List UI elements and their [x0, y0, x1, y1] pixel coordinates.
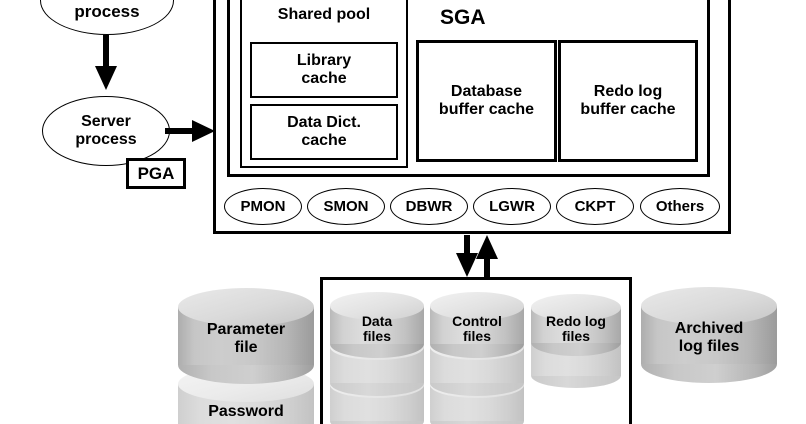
background-process-label: LGWR: [489, 197, 535, 215]
background-process-label: Others: [655, 197, 705, 215]
data-files-cylinder[interactable]: Data files: [330, 292, 424, 358]
background-process-pmon[interactable]: PMON: [224, 188, 302, 225]
background-process-label: DBWR: [405, 197, 453, 215]
data-dict-cache-box: Data Dict. cache: [250, 104, 398, 160]
arrow-server-to-instance: [165, 120, 215, 142]
arrow-database-to-instance: [476, 235, 498, 277]
arrow-user-to-server: [95, 35, 117, 90]
redo-log-buffer-cache-box: Redo log buffer cache: [558, 40, 698, 162]
cylinder-top: [531, 294, 621, 321]
data-dict-cache-label-line1: Data Dict.: [287, 114, 361, 132]
archived-log-files-cylinder[interactable]: Archived log files: [641, 287, 777, 383]
database-buffer-cache-box: Database buffer cache: [416, 40, 557, 162]
background-process-smon[interactable]: SMON: [307, 188, 385, 225]
cylinder-top: [430, 292, 524, 320]
cylinder-top: [178, 288, 314, 326]
database-buffer-cache-label-line1: Database: [450, 83, 523, 101]
password-file-cylinder[interactable]: Password: [178, 366, 314, 424]
database-buffer-cache-label-line2: buffer cache: [438, 101, 535, 118]
cylinder-top: [641, 287, 777, 325]
redo-log-buffer-cache-label-line1: Redo log: [593, 83, 663, 101]
control-files-cylinder[interactable]: Control files: [430, 292, 524, 358]
data-files-label: Data files: [361, 313, 393, 345]
sga-label: SGA: [440, 6, 486, 29]
library-cache-label-line1: Library: [296, 52, 352, 70]
redo-log-files-cylinder[interactable]: Redo log files: [531, 294, 621, 356]
server-process-oval[interactable]: Server process: [42, 96, 170, 166]
server-process-label-line1: Server: [81, 112, 131, 130]
background-process-label: SMON: [323, 197, 369, 215]
server-process-label-line2: process: [75, 131, 137, 148]
background-process-label: CKPT: [574, 197, 616, 215]
background-process-lgwr[interactable]: LGWR: [473, 188, 551, 225]
pga-label: PGA: [137, 163, 175, 183]
archived-log-files-label: Archived log files: [674, 320, 744, 355]
parameter-file-label: Parameter file: [206, 321, 286, 356]
shared-pool-label: Shared pool: [277, 6, 371, 23]
redo-log-buffer-cache-label-line2: buffer cache: [580, 101, 676, 118]
data-dict-cache-label-line2: cache: [301, 132, 347, 149]
redo-log-files-label: Redo log files: [546, 313, 606, 345]
cylinder-top: [330, 292, 424, 320]
password-file-label: Password: [208, 403, 284, 420]
background-process-ckpt[interactable]: CKPT: [556, 188, 634, 225]
user-process-oval[interactable]: process: [40, 0, 174, 35]
arrow-instance-to-database: [456, 235, 478, 277]
pga-box[interactable]: PGA: [126, 158, 186, 189]
background-process-others[interactable]: Others: [640, 188, 720, 225]
library-cache-box: Library cache: [250, 42, 398, 98]
library-cache-label-line2: cache: [301, 70, 347, 87]
background-process-dbwr[interactable]: DBWR: [390, 188, 468, 225]
control-files-label: Control files: [452, 313, 502, 345]
user-process-label: process: [74, 1, 140, 21]
background-process-label: PMON: [240, 197, 286, 215]
parameter-file-cylinder[interactable]: Parameter file: [178, 288, 314, 384]
